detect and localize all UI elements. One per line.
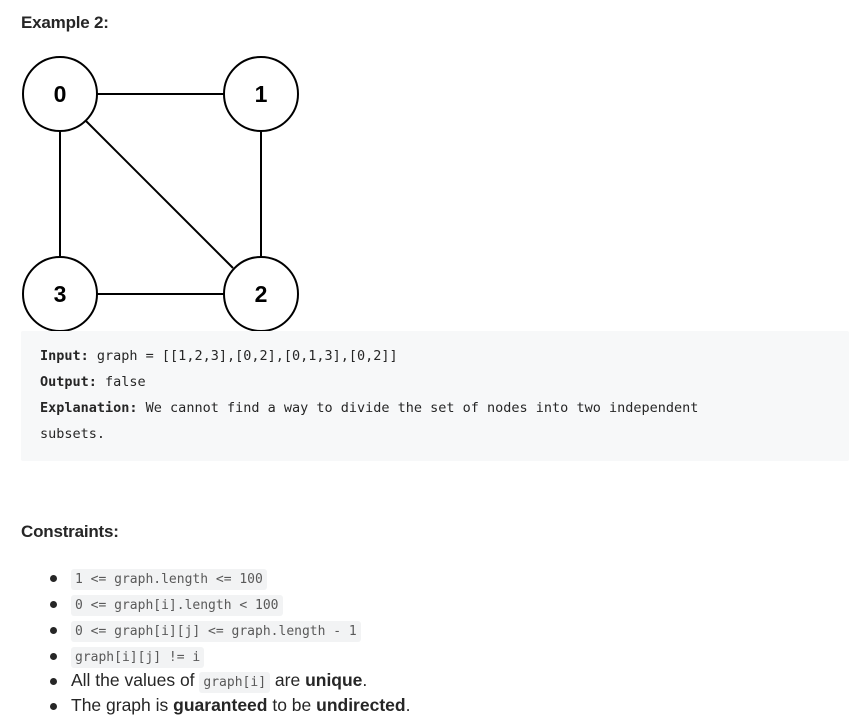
node-2-label: 2 [255,281,268,307]
node-0-label: 0 [54,81,67,107]
constraints-heading: Constraints: [21,522,119,541]
constraint-code: graph[i] [199,672,271,693]
constraint-text: . [405,695,411,715]
constraint-text: are [270,670,306,690]
input-line: Input: graph = [[1,2,3],[0,2],[0,1,3],[0… [40,348,398,364]
explanation-continuation: subsets. [40,426,106,442]
explanation-value: We cannot find a way to divide the set o… [137,400,699,416]
bullet-icon [50,601,57,608]
constraint-text: All the values of [71,670,200,690]
input-value: graph = [[1,2,3],[0,2],[0,1,3],[0,2]] [88,348,398,364]
example-heading: Example 2: [21,13,109,32]
output-line: Output: false [40,374,146,390]
output-label: Output: [40,374,97,390]
bullet-icon [50,653,57,660]
node-3-label: 3 [54,281,67,307]
graph-diagram: 0 1 2 3 [22,56,299,332]
bullet-icon [50,703,57,710]
node-0 [22,56,98,132]
constraint-emphasis: undirected [316,695,406,715]
edge-0-2 [85,120,234,269]
constraint-text: The graph is [71,695,174,715]
constraint-emphasis: guaranteed [173,695,268,715]
input-label: Input: [40,348,89,364]
constraint-code: 0 <= graph[i][j] <= graph.length - 1 [71,621,361,642]
bullet-icon [50,678,57,685]
example-code-block: Input: graph = [[1,2,3],[0,2],[0,1,3],[0… [21,331,849,461]
bullet-icon [50,627,57,634]
constraint-emphasis: unique [305,670,363,690]
constraint-text: to be [267,695,317,715]
constraint-text: . [362,670,368,690]
bullet-icon [50,575,57,582]
constraint-code: graph[i][j] != i [71,647,205,668]
explanation-line: Explanation: We cannot find a way to div… [40,400,698,416]
node-1-label: 1 [255,81,268,107]
node-1 [223,56,299,132]
explanation-label: Explanation: [40,400,138,416]
output-value: false [96,374,146,390]
constraint-code: 1 <= graph.length <= 100 [71,569,267,590]
constraint-code: 0 <= graph[i].length < 100 [71,595,283,616]
